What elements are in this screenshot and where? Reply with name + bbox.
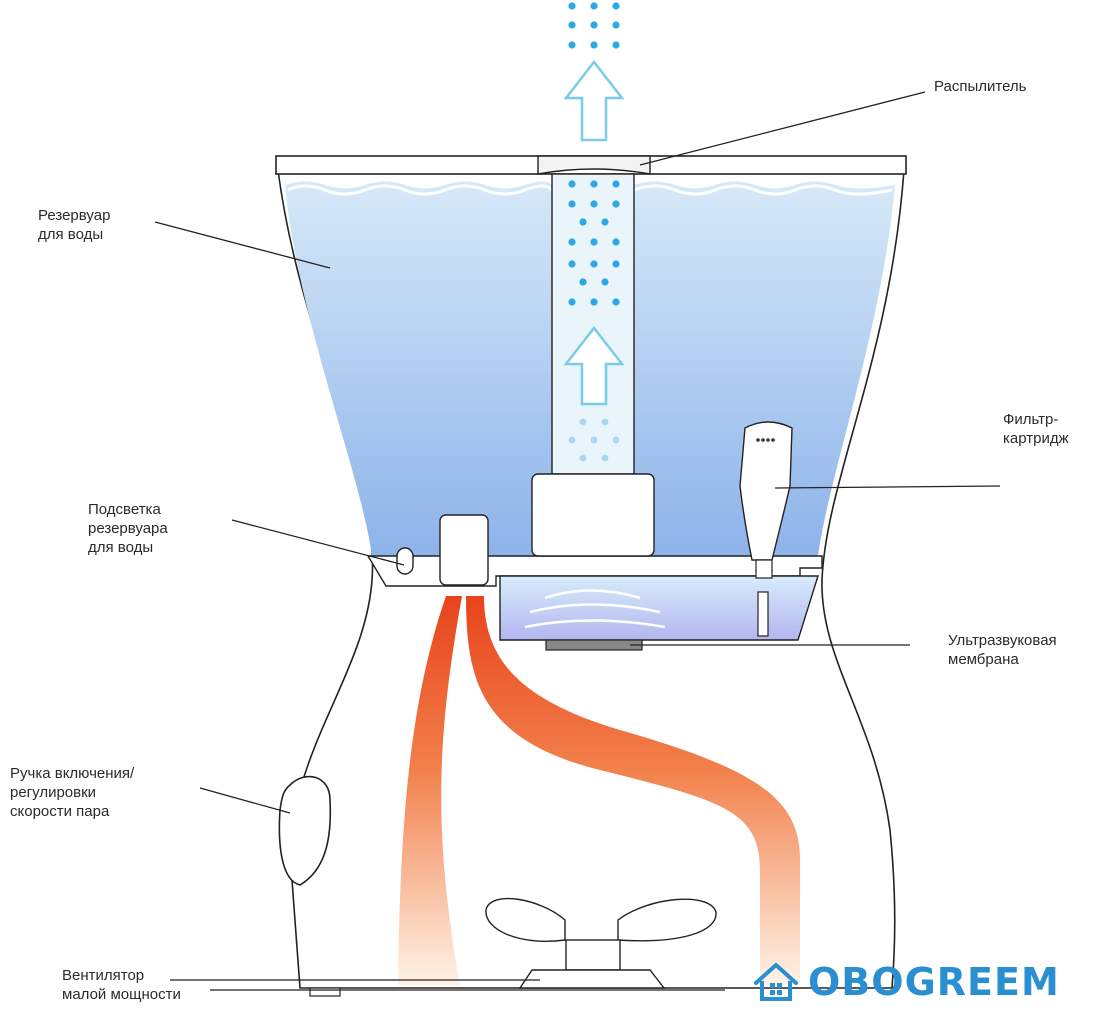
hot-airflow-right	[466, 596, 800, 985]
hot-airflow-left	[398, 596, 462, 985]
ultrasonic-wave-3	[524, 619, 666, 629]
upward-arrow-channel	[563, 325, 625, 406]
humidifier-foot	[309, 987, 341, 997]
center-housing	[531, 473, 655, 557]
ultrasonic-wave-2	[529, 603, 661, 614]
backlight-bulb	[396, 547, 414, 575]
ultrasonic-wave-1	[544, 589, 641, 600]
mist-dots-faded	[568, 418, 620, 462]
fan-base	[518, 969, 666, 989]
water-reservoir-fill-right	[634, 181, 895, 556]
sprayer-nozzle	[537, 155, 651, 175]
ultrasonic-membrane	[545, 639, 643, 651]
leader-lines	[154, 91, 1001, 991]
label-filter-cartridge: Фильтр-картридж	[1003, 411, 1069, 447]
upward-arrow-top	[563, 59, 625, 142]
brand-logo: OBOGREEM	[752, 960, 1060, 1004]
control-knob	[278, 775, 332, 886]
fan-blade-left	[485, 897, 566, 942]
fan-blade-right	[617, 898, 717, 942]
label-sprayer: Распылитель	[934, 78, 1027, 95]
filter-cartridge	[739, 421, 793, 561]
air-duct-block	[439, 514, 489, 586]
water-reservoir-fill	[285, 181, 552, 556]
brand-name: OBOGREEM	[808, 960, 1060, 1004]
mist-dots-channel	[568, 180, 620, 306]
fan-hub	[565, 939, 621, 971]
house-icon	[754, 963, 798, 1001]
mist-dots-top	[568, 2, 620, 49]
water-surface-wave-right	[633, 184, 893, 196]
mist-channel	[551, 173, 635, 475]
water-surface-wave	[287, 184, 554, 196]
